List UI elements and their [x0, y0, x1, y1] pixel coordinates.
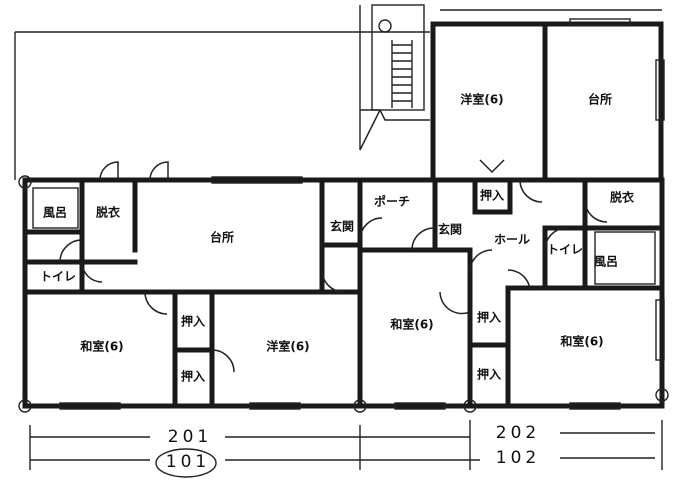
room-label-kitchen-upper: 台所 — [588, 92, 612, 107]
room-label-porch: ポーチ — [374, 194, 410, 209]
room-label-bath-right: 風呂 — [594, 255, 618, 269]
room-label-toilet: トイレ — [40, 270, 76, 284]
column-markers — [18, 175, 669, 413]
upper-unit-walls — [359, 21, 664, 183]
unit-number-202: 202 — [496, 423, 540, 443]
unit-101-circle — [155, 448, 217, 478]
room-label-closet: 押入 — [181, 369, 205, 384]
room-label-closet-mid: 押入 — [480, 188, 504, 203]
site-lines — [14, 5, 662, 180]
room-label-youshitsu: 洋室(6) — [266, 339, 309, 354]
dimension-lines — [29, 420, 663, 470]
room-label-hall: ホール — [494, 233, 530, 247]
room-label-closet-mid-2: 押入 — [477, 367, 501, 382]
unit-number-201: 201 — [168, 427, 212, 447]
room-label-entrance: 玄関 — [330, 219, 354, 234]
room-label-kitchen: 台所 — [210, 230, 234, 245]
unit-number-101: 101 — [166, 452, 210, 472]
room-label-washitsu: 和室(6) — [79, 339, 123, 354]
room-label-closet: 押入 — [181, 314, 205, 329]
door-swings — [59, 159, 608, 373]
room-label-bath: 風呂 — [43, 206, 67, 220]
room-label-dressing-right: 脱衣 — [610, 190, 634, 205]
windows — [59, 18, 665, 410]
lower-building-walls — [22, 177, 665, 409]
room-label-toilet-right: トイレ — [547, 243, 583, 257]
room-label-washitsu-mid: 和室(6) — [389, 317, 433, 332]
unit-number-102: 102 — [496, 448, 540, 468]
room-label-dressing: 脱衣 — [96, 205, 120, 220]
room-label-closet-mid-1: 押入 — [477, 310, 501, 325]
room-label-entrance-mid: 玄関 — [438, 222, 462, 237]
room-label-washitsu-right: 和室(6) — [559, 334, 603, 349]
staircase — [371, 4, 425, 111]
room-label-youshitsu-upper: 洋室(6) — [460, 92, 503, 107]
